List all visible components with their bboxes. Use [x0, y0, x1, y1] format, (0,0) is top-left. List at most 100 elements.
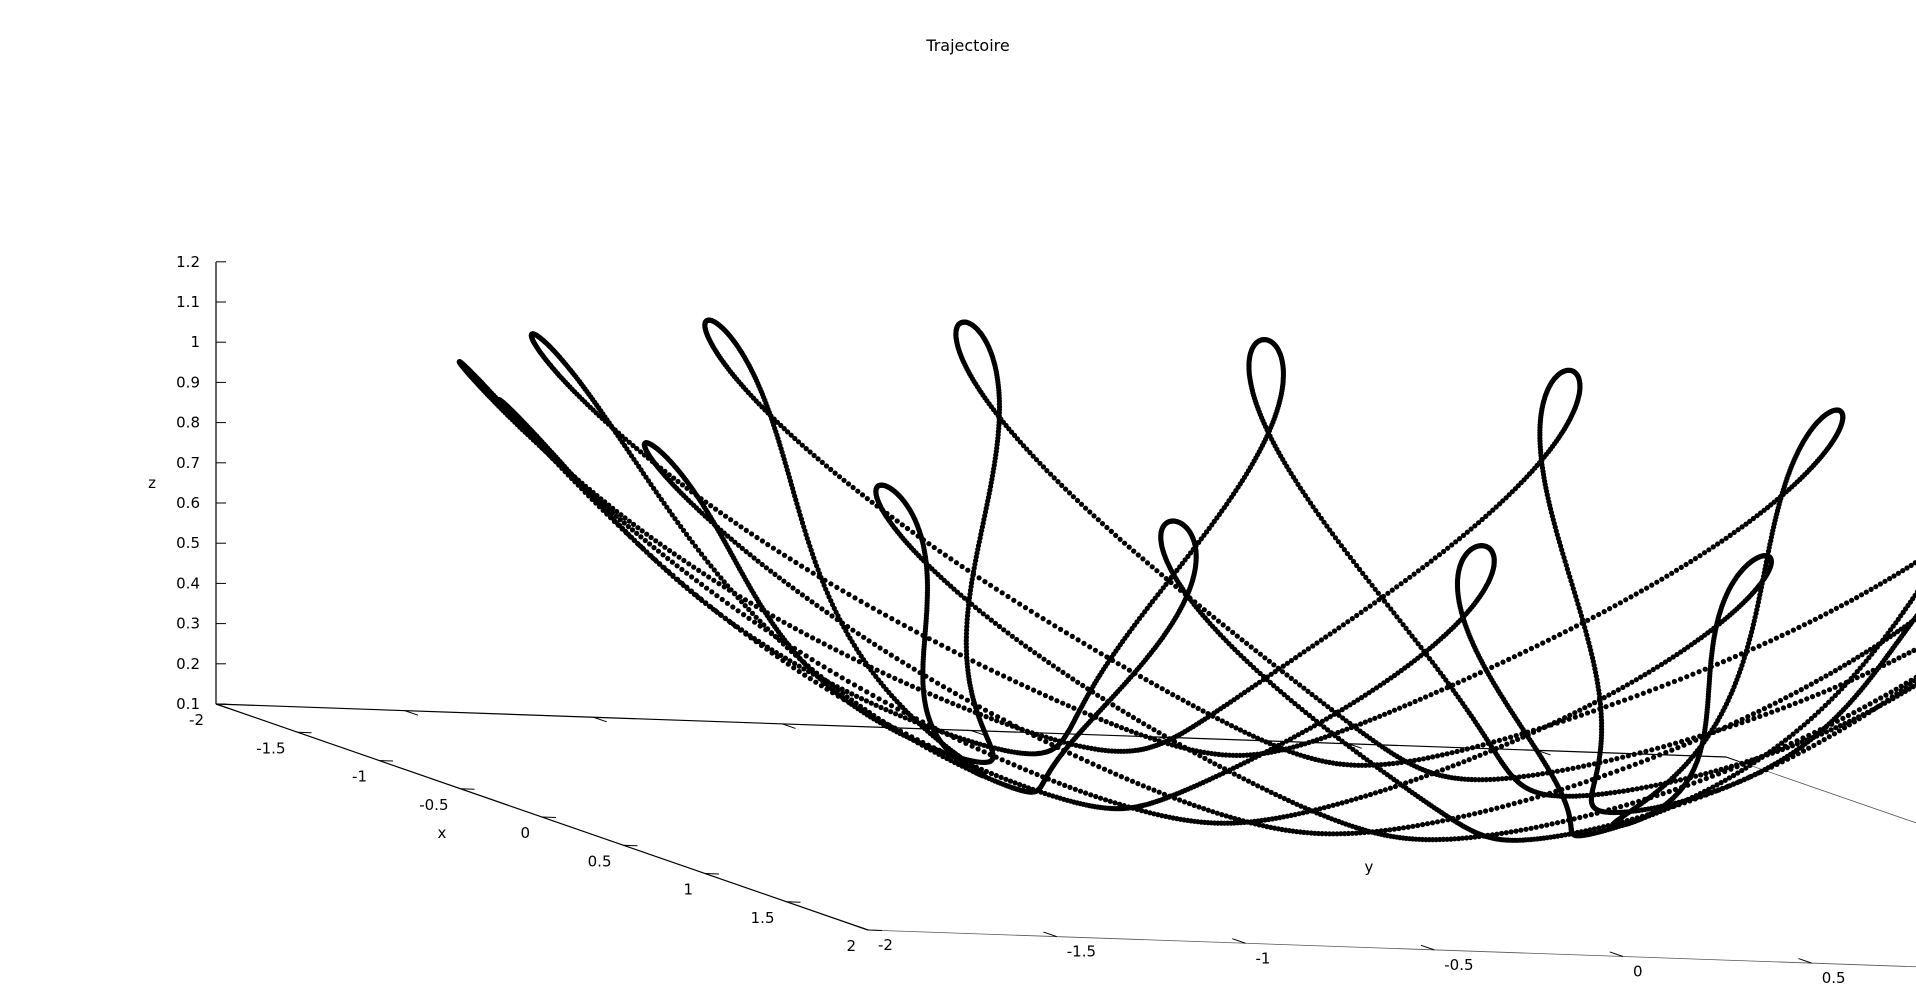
trajectory-point: [1739, 716, 1745, 722]
trajectory-point: [1547, 790, 1553, 796]
trajectory-point: [1488, 748, 1494, 754]
trajectory-point: [1182, 591, 1188, 597]
trajectory-point: [1767, 703, 1773, 709]
trajectory-point: [1377, 713, 1383, 719]
trajectory-point: [1517, 651, 1523, 657]
trajectory-point: [815, 660, 821, 666]
trajectory-point: [743, 631, 749, 637]
trajectory-point: [765, 542, 771, 548]
trajectory-point: [1236, 817, 1242, 823]
trajectory-point: [907, 626, 914, 632]
trajectory-point: [1464, 529, 1470, 535]
trajectory-point: [957, 652, 964, 658]
trajectory-point: [1751, 715, 1757, 722]
trajectory-point: [1367, 717, 1373, 723]
trajectory-point: [1585, 636, 1591, 642]
trajectory-point: [1225, 626, 1231, 632]
trajectory-point: [619, 526, 625, 532]
trajectory-point: [1625, 787, 1631, 794]
trajectory-point: [1560, 818, 1566, 825]
trajectory-point: [1743, 521, 1749, 527]
trajectory-point: [1508, 775, 1514, 781]
trajectory-point: [1731, 529, 1737, 536]
trajectory-point: [1912, 678, 1916, 684]
trajectory-point: [988, 770, 995, 777]
trajectory-point: [1096, 764, 1102, 770]
trajectory-point: [1639, 785, 1645, 791]
trajectory-point: [600, 507, 606, 513]
trajectory-point: [1562, 558, 1568, 565]
trajectory-point: [1629, 679, 1635, 685]
trajectory-point: [1391, 707, 1398, 713]
trajectory-point: [858, 598, 864, 605]
trajectory-point: [938, 696, 945, 702]
trajectory-point: [1728, 763, 1735, 770]
trajectory-point: [1072, 786, 1078, 792]
trajectory-point: [1118, 774, 1124, 780]
trajectory-point: [583, 483, 589, 489]
trajectory-point: [1691, 780, 1697, 786]
trajectory-point: [1191, 802, 1197, 809]
trajectory-point: [1196, 804, 1202, 810]
trajectory-point: [742, 597, 749, 603]
trajectory-point: [1576, 605, 1582, 611]
trajectory-point: [1303, 709, 1309, 716]
trajectory-point: [1666, 656, 1672, 663]
trajectory-point: [765, 626, 771, 632]
trajectory-point: [1499, 830, 1505, 837]
trajectory-point: [1499, 776, 1505, 782]
trajectory-point: [667, 548, 673, 554]
trajectory-point: [1336, 625, 1342, 631]
trajectory-point: [981, 742, 987, 748]
trajectory-point: [738, 627, 744, 633]
trajectory-point: [1009, 723, 1015, 729]
trajectory-point: [1405, 824, 1411, 830]
trajectory-point: [712, 608, 719, 614]
trajectory-point: [1643, 748, 1649, 755]
trajectory-point: [730, 604, 736, 610]
trajectory-point: [1616, 789, 1622, 795]
trajectory-point: [1067, 784, 1073, 791]
trajectory-point: [1240, 818, 1246, 824]
trajectory-point: [639, 528, 645, 534]
trajectory-point: [1264, 748, 1270, 755]
trajectory-point: [1004, 721, 1010, 727]
trajectory-point: [1007, 676, 1013, 682]
trajectory-point: [1357, 752, 1363, 758]
trajectory-point: [1331, 711, 1337, 717]
trajectory-point: [1309, 691, 1315, 698]
trajectory-point: [1326, 831, 1333, 837]
trajectory-point: [999, 757, 1005, 763]
trajectory-point: [844, 688, 850, 695]
trajectory-point: [1363, 606, 1369, 612]
trajectory-point: [798, 629, 804, 635]
trajectory-point: [970, 701, 977, 707]
trajectory-point: [1615, 687, 1621, 693]
trajectory-point: [1354, 562, 1360, 569]
trajectory-point: [1528, 645, 1534, 652]
trajectory-point: [714, 524, 721, 530]
trajectory-point: [1697, 553, 1703, 559]
trajectory-point: [1697, 778, 1703, 784]
trajectory-point: [870, 692, 876, 699]
trajectory-point: [1449, 542, 1455, 548]
trajectory-point: [1713, 768, 1719, 774]
trajectory-point: [999, 719, 1005, 726]
trajectory-point: [735, 608, 741, 614]
trajectory-point: [883, 648, 889, 655]
trajectory-point: [638, 467, 644, 473]
trajectory-point: [1287, 736, 1294, 742]
trajectory-point: [1284, 672, 1290, 678]
trajectory-point: [1450, 682, 1456, 688]
trajectory-point: [1562, 629, 1568, 635]
trajectory-point: [1060, 700, 1066, 706]
trajectory-point: [1056, 738, 1063, 744]
trajectory-point: [1643, 784, 1649, 790]
trajectory-point: [686, 561, 692, 567]
trajectory-point: [1673, 567, 1680, 573]
trajectory-point: [1832, 668, 1838, 674]
trajectory-point: [1786, 703, 1792, 709]
trajectory-point: [889, 616, 895, 622]
trajectory-point: [684, 584, 690, 590]
trajectory-point: [1828, 727, 1834, 733]
